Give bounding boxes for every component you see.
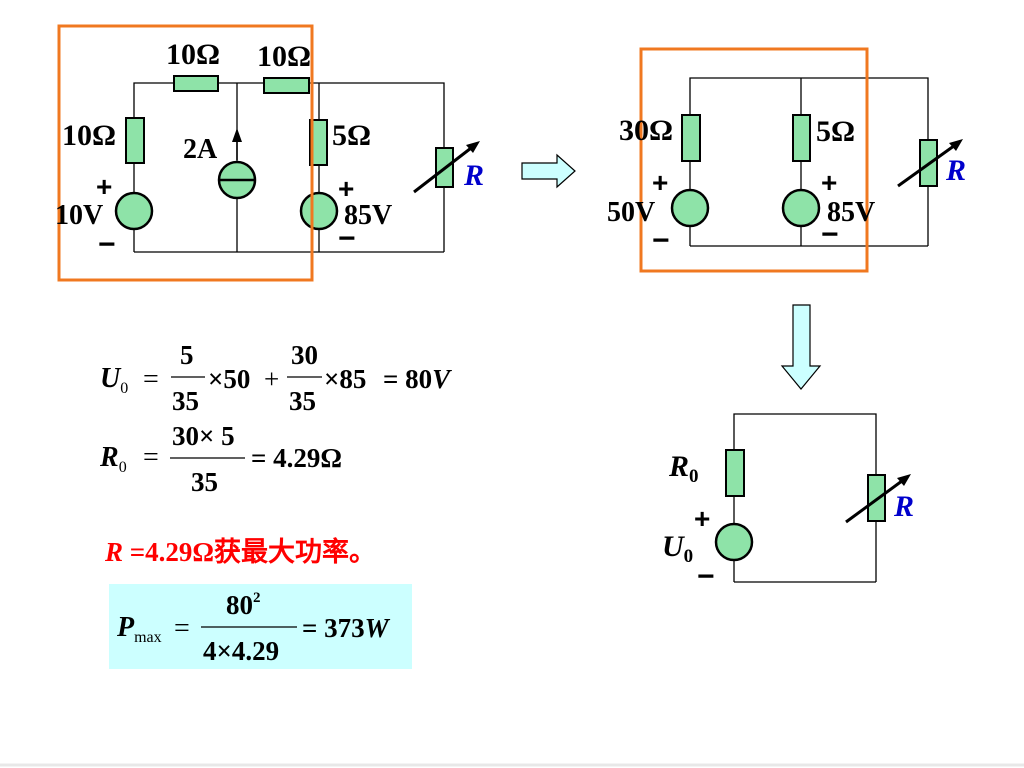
fraction-numerator: 30 — [291, 340, 318, 370]
label-load: R — [893, 490, 914, 523]
svg-text:= 80V: = 80V — [383, 364, 452, 394]
voltage-source-icon — [299, 191, 339, 231]
voltage-source-icon — [714, 522, 754, 562]
minus-sign: − — [652, 224, 670, 257]
plus-sign: + — [652, 167, 668, 198]
minus-sign: − — [338, 222, 356, 255]
fraction-numerator: 5 — [180, 340, 194, 370]
plus-sign: + — [96, 171, 112, 202]
fraction-denominator: 35 — [172, 386, 199, 416]
label-v-right: 85V — [344, 200, 392, 231]
circuit-simplified: 30Ω 5Ω + 50V − + 85V − R — [607, 47, 966, 273]
svg-text:= 373W: = 373W — [302, 613, 391, 643]
svg-text:=: = — [143, 364, 159, 395]
label-r0: R0 — [668, 450, 699, 487]
conclusion-text: R =4.29Ω获最大功率。 — [104, 536, 376, 567]
variable-resistor-icon — [897, 139, 963, 188]
down-arrow-icon — [780, 304, 822, 390]
multiplier-value: ×50 — [208, 364, 250, 394]
circuit-thevenin-equivalent: R0 + U0 − R — [662, 413, 914, 593]
resistor-r0 — [725, 449, 745, 497]
equation-u0: U0 = 5 35 ×50 + 30 35 ×85 = 80V — [100, 340, 452, 416]
fraction-numerator: 802 — [226, 590, 261, 620]
plus-sign: + — [821, 167, 837, 198]
plus-operator: + — [264, 364, 279, 394]
label-v-left: 50V — [607, 197, 655, 228]
plus-sign: + — [694, 503, 710, 534]
svg-text:Pmax: Pmax — [116, 612, 162, 646]
label-load: R — [945, 154, 966, 187]
svg-text:=: = — [143, 442, 159, 473]
label-current-source: 2A — [183, 134, 218, 165]
label-u0: U0 — [662, 530, 693, 567]
label-r-right: 5Ω — [816, 115, 855, 148]
minus-sign: − — [98, 228, 116, 261]
label-v-right: 85V — [827, 197, 875, 228]
label-r-top-left: 10Ω — [166, 38, 220, 71]
resistor-left — [125, 117, 145, 164]
label-r-mid: 5Ω — [332, 119, 371, 152]
voltage-source-icon — [781, 188, 821, 228]
multiplier-value: ×85 — [324, 364, 366, 394]
resistor-left — [681, 114, 701, 162]
fraction-denominator: 35 — [289, 386, 316, 416]
label-r-top-right: 10Ω — [257, 40, 311, 73]
voltage-source-icon — [670, 188, 710, 228]
label-r-left: 30Ω — [619, 114, 673, 147]
voltage-source-icon — [114, 191, 154, 231]
circuit-original: 10Ω 10Ω 10Ω 2A 5Ω + 10V − + 85V − R — [55, 24, 484, 282]
equation-pmax: Pmax = 802 4×4.29 = 373W — [109, 584, 412, 669]
thevenin-frame-2 — [639, 47, 869, 273]
minus-sign: − — [821, 218, 839, 251]
variable-resistor-icon — [845, 474, 911, 524]
label-v-left: 10V — [55, 200, 103, 231]
resistor-top-left — [173, 75, 219, 92]
thevenin-frame-1 — [57, 24, 314, 282]
label-r-left: 10Ω — [62, 119, 116, 152]
resistor-top-right — [263, 77, 310, 94]
minus-sign: − — [697, 560, 715, 593]
svg-text:R0: R0 — [99, 442, 127, 476]
resistor-right — [792, 114, 811, 162]
resistor-mid — [309, 119, 328, 166]
right-arrow-icon — [521, 153, 576, 189]
fraction-denominator: 4×4.29 — [203, 636, 279, 666]
variable-resistor-icon — [413, 141, 480, 194]
equation-r0: R0 = 30× 5 35 = 4.29Ω — [99, 421, 342, 497]
label-load: R — [463, 159, 484, 192]
svg-text:=: = — [174, 613, 190, 644]
equation-result: = 4.29Ω — [251, 443, 342, 473]
plus-sign: + — [338, 173, 354, 204]
current-source-icon — [217, 128, 257, 200]
svg-text:U0: U0 — [100, 363, 128, 397]
fraction-numerator: 30× 5 — [172, 421, 235, 451]
fraction-denominator: 35 — [191, 467, 218, 497]
